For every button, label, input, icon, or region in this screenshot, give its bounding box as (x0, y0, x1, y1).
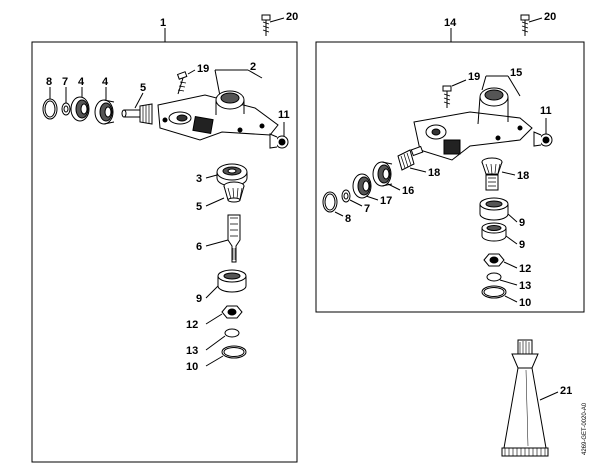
leader-19-right (451, 79, 467, 87)
callout-9-a: 9 (196, 293, 202, 305)
callout-12-a: 12 (186, 319, 198, 331)
leader-16 (387, 183, 401, 191)
leader-13-right (499, 279, 518, 286)
part-circlip-10-right (481, 285, 507, 299)
callout-20-b: 20 (544, 11, 556, 23)
leader-21 (539, 391, 559, 401)
leader-10-left (205, 355, 224, 367)
part-gear-5 (223, 181, 245, 203)
leader-10-right (504, 295, 518, 303)
part-plug-11-right (533, 131, 553, 147)
part-washer-7-left (61, 102, 71, 116)
callout-16: 16 (402, 185, 414, 197)
part-nut-12-right (483, 253, 505, 267)
callout-20-a: 20 (286, 11, 298, 23)
callout-15: 15 (510, 67, 522, 79)
part-gear-housing-left (157, 90, 279, 141)
part-washer-7-right (341, 189, 351, 203)
leader-15-b (481, 75, 487, 91)
leader-9-right-a (507, 213, 518, 223)
part-grease-tube-21 (501, 339, 549, 457)
leader-2-c (247, 69, 263, 79)
callout-labels: 1 2 3 4 4 5 5 6 7 7 8 8 9 9 9 10 10 11 1… (46, 11, 572, 397)
callout-8-b: 8 (345, 213, 351, 225)
callout-14: 14 (444, 17, 457, 29)
callout-10-a: 10 (186, 361, 198, 373)
callout-6: 6 (196, 241, 202, 253)
callout-7-a: 7 (62, 76, 68, 88)
right-assembly-frame (315, 41, 585, 313)
callout-11-b: 11 (540, 105, 552, 117)
callout-21: 21 (560, 385, 572, 397)
callout-4-a: 4 (78, 76, 85, 88)
callout-11-a: 11 (278, 109, 290, 121)
part-nut-12-left (221, 305, 243, 319)
callout-5-a: 5 (140, 82, 146, 94)
part-bearing-9-right-a (479, 197, 509, 221)
callout-13-b: 13 (519, 280, 531, 292)
leader-8-right (334, 211, 344, 217)
drawing-code: 4269-GET-0020-A0 (582, 402, 588, 455)
part-circlip-8-right (322, 191, 338, 213)
part-bearing-3 (216, 163, 248, 187)
callout-7-b: 7 (364, 203, 370, 215)
part-pinion-18-horizontal (397, 145, 424, 171)
callout-19-b: 19 (468, 71, 480, 83)
leader-15-c (507, 75, 521, 97)
part-shaft-6 (227, 214, 241, 263)
callout-10-b: 10 (519, 297, 531, 309)
callout-8-a: 8 (46, 76, 52, 88)
leader-5-left-top (134, 92, 144, 109)
part-bearing-16 (372, 161, 393, 187)
callout-18-a: 18 (428, 167, 440, 179)
leader-12-left (205, 313, 223, 325)
part-bearing-9-right-b (481, 222, 507, 242)
part-screw-20-left (261, 14, 271, 36)
part-bearing-4-left-b (94, 99, 115, 125)
callout-13-a: 13 (186, 345, 198, 357)
part-screw-19-right (442, 85, 452, 108)
leader-9-left (205, 285, 219, 299)
callout-19-a: 19 (197, 63, 209, 75)
callout-12-b: 12 (519, 263, 531, 275)
callout-18-b: 18 (517, 170, 529, 182)
part-circlip-8-left (42, 98, 58, 120)
leader-19-left (187, 69, 196, 75)
part-ring-13-left (224, 328, 240, 338)
leader-12-right (503, 261, 518, 269)
callout-9-b: 9 (519, 217, 525, 229)
part-gear-housing-right (413, 87, 533, 161)
callout-5-b: 5 (196, 201, 202, 213)
leader-17 (365, 195, 379, 201)
part-pinion-5-left (121, 103, 153, 125)
leader-20-left (269, 17, 285, 23)
callout-9-c: 9 (519, 239, 525, 251)
part-gear-18-vertical (481, 157, 503, 191)
leader-2-b (214, 69, 221, 97)
callout-17: 17 (380, 195, 392, 207)
callout-3: 3 (196, 173, 202, 185)
leader-13-left (205, 335, 226, 351)
part-bearing-17 (352, 173, 372, 199)
leader-6 (205, 239, 229, 247)
part-screw-20-right (520, 14, 530, 36)
leader-20-right (528, 17, 543, 23)
part-bearing-4-left-a (70, 96, 90, 122)
part-bearing-9-left (217, 269, 247, 293)
part-ring-13-right (486, 272, 502, 282)
leader-5-vertical (205, 197, 225, 207)
part-screw-19-left (176, 71, 188, 95)
leader-7-right (349, 199, 363, 207)
leader-18-right (501, 171, 516, 176)
part-plug-11-left (269, 133, 289, 149)
callout-4-b: 4 (102, 76, 109, 88)
callout-1: 1 (160, 17, 166, 29)
leader-9-right-b (505, 235, 518, 245)
callout-2: 2 (250, 61, 256, 73)
leader-3 (205, 174, 218, 179)
leader-18-left (409, 167, 427, 173)
part-circlip-10-left (221, 345, 247, 359)
